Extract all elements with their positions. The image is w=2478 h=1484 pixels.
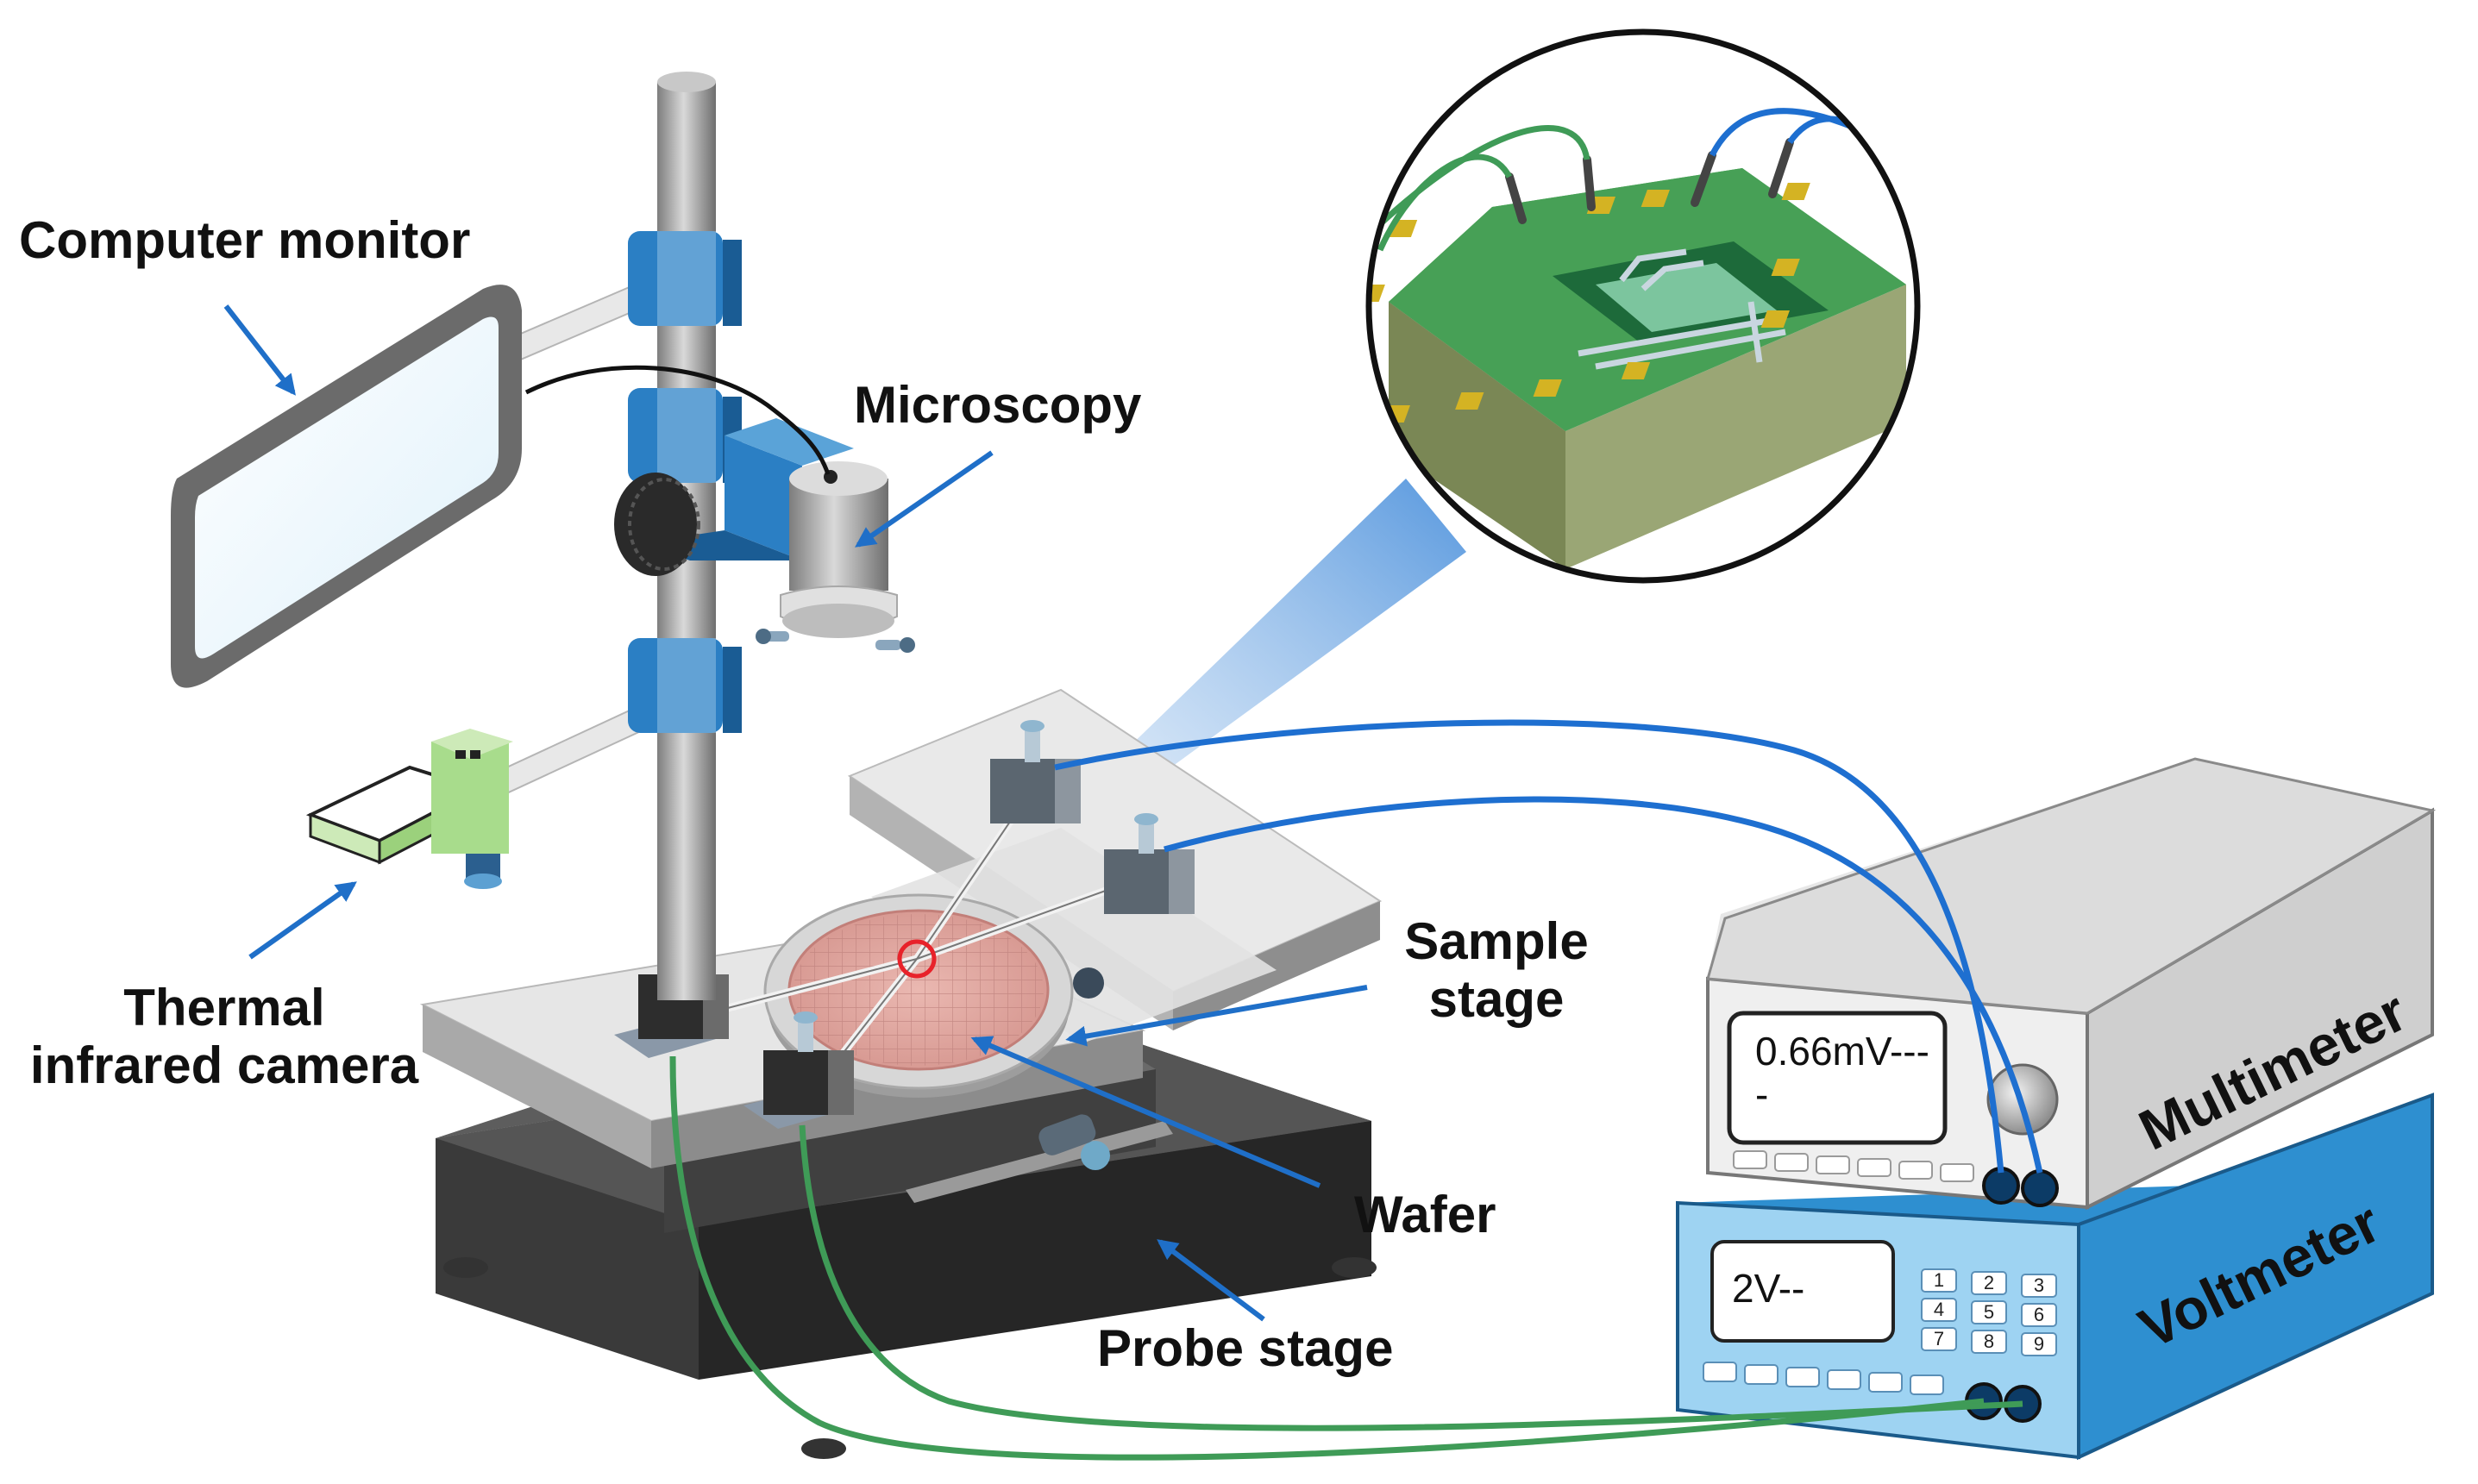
sample-label-line1: Sample	[1404, 912, 1589, 970]
micropositioner-front[interactable]	[743, 1011, 854, 1129]
keypad-key-7[interactable]	[1921, 1327, 1957, 1351]
thermal-label-line2: infrared camera	[29, 1036, 419, 1095]
keypad-key-label: 8	[1984, 1331, 1994, 1352]
voltmeter: 1 2 3 4 5 6 7 8 9	[1676, 1093, 2434, 1461]
thermal-label-line1: Thermal	[123, 979, 325, 1036]
focus-knob[interactable]	[614, 473, 700, 576]
wafer-label: Wafer	[1354, 1186, 1496, 1243]
keypad-key-4[interactable]	[1921, 1298, 1957, 1322]
computer-monitor-label: Computer monitor	[19, 211, 471, 269]
multimeter-display	[1727, 1011, 1948, 1145]
probe-stage-label: Probe stage	[1097, 1319, 1394, 1377]
keypad-key-label: 9	[2034, 1333, 2044, 1355]
arrow-thermal-camera	[248, 881, 357, 960]
probe-target-marker	[897, 939, 937, 979]
foot	[801, 1438, 846, 1459]
keypad-key-2[interactable]	[1971, 1271, 2007, 1295]
arrow-probe-stage	[1157, 1239, 1265, 1322]
sample-label-line2: stage	[1428, 970, 1565, 1029]
voltmeter-keypad[interactable]: 1 2 3 4 5 6 7 8 9	[1921, 1268, 2057, 1356]
sample-stage-label: Sample stage	[1376, 912, 1617, 1028]
voltmeter-display	[1710, 1240, 1895, 1343]
probe-stage-base	[436, 992, 1377, 1459]
multimeter-terminal-left[interactable]	[1982, 1167, 2020, 1205]
stage-knob[interactable]	[1081, 1141, 1110, 1170]
keypad-key-label: 3	[2034, 1274, 2044, 1296]
keypad-key-9[interactable]	[2021, 1332, 2057, 1356]
arrow-computer-monitor	[223, 304, 296, 396]
thermal-infrared-camera-label: Thermal infrared camera	[4, 979, 444, 1094]
annotation-arrows	[223, 304, 1368, 1322]
wafer	[787, 909, 1050, 1071]
keypad-key-8[interactable]	[1971, 1330, 2007, 1354]
thermal-infrared-camera	[305, 729, 513, 889]
keypad-key-label: 1	[1934, 1269, 1944, 1291]
chuck-knob[interactable]	[1073, 967, 1104, 999]
computer-monitor	[171, 285, 522, 688]
blue-wires	[1054, 719, 2043, 1174]
arrow-microscopy	[855, 450, 994, 548]
voltmeter-readout: 2V--	[1732, 1266, 1804, 1311]
micropositioner-right[interactable]	[1104, 813, 1195, 914]
microscopy-label: Microscopy	[854, 376, 1142, 434]
column-clamp-top	[628, 231, 742, 326]
keypad-key-label: 7	[1934, 1328, 1944, 1349]
keypad-key-3[interactable]	[2021, 1274, 2057, 1298]
arrow-wafer	[970, 1036, 1321, 1188]
keypad-key-6[interactable]	[2021, 1303, 2057, 1327]
multimeter-terminal-right[interactable]	[2021, 1169, 2059, 1207]
monitor-cable	[524, 365, 831, 475]
keypad-key-label: 6	[2034, 1304, 2044, 1325]
keypad-key-label: 5	[1984, 1301, 1994, 1323]
microscope-head	[756, 461, 915, 653]
column-clamp-bottom	[628, 638, 742, 733]
keypad-key-5[interactable]	[1971, 1300, 2007, 1324]
monitor-screen	[195, 316, 499, 659]
multimeter-readout-line2: -	[1755, 1072, 1768, 1117]
arrow-sample-stage	[1065, 985, 1368, 1047]
keypad-key-1[interactable]	[1921, 1268, 1957, 1293]
keypad-key-label: 4	[1934, 1299, 1944, 1320]
keypad-key-label: 2	[1984, 1272, 1994, 1293]
multimeter-readout-line1: 0.66mV---	[1755, 1029, 1929, 1074]
micropositioner-back[interactable]	[990, 720, 1081, 823]
sensor-chip	[1369, 108, 1917, 569]
green-wires	[669, 1055, 2023, 1461]
